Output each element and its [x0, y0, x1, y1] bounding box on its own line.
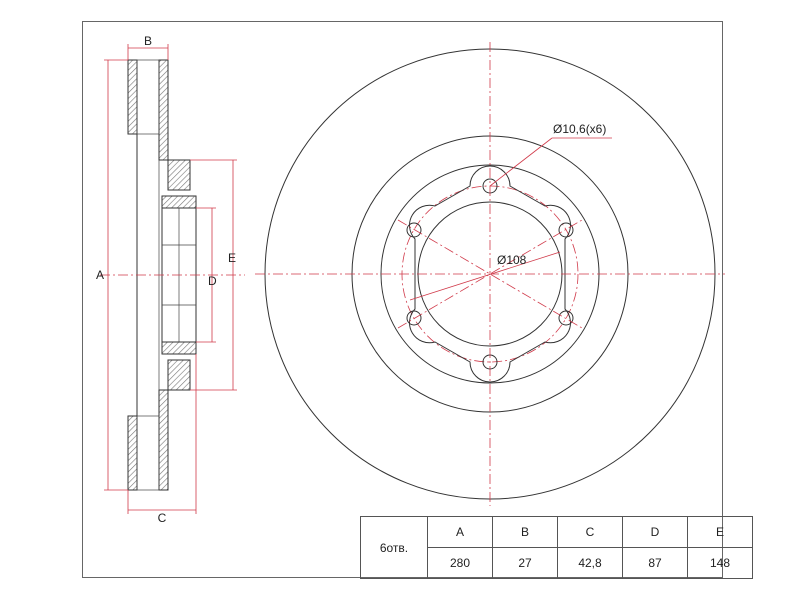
value-cell-a: 280 [427, 547, 493, 579]
spec-value-row: 280 27 42,8 87 148 [361, 547, 753, 579]
value-cell-d: 87 [622, 547, 688, 579]
bolt-hole [406, 310, 422, 326]
pcd-callout: Ø108 [497, 253, 527, 267]
upper-outer-plate [127, 59, 138, 135]
lower-vent-gap [136, 415, 160, 491]
bolt-hole [558, 222, 574, 238]
upper-hat-wall [159, 159, 191, 191]
header-cell-a: A [427, 516, 493, 548]
dim-label-d: D [208, 274, 217, 288]
dim-label-e: E [228, 251, 236, 265]
bolt-hole-leader [489, 137, 553, 187]
upper-vent-gap [136, 59, 160, 135]
dim-label-a: A [96, 268, 104, 282]
spec-table: 6отв. A B C D E 280 27 42,8 87 148 [360, 516, 753, 579]
hub-scallop-outline [409, 165, 571, 383]
lower-outer-plate [127, 415, 138, 491]
hub-bottom-flange [161, 341, 197, 355]
lower-hat-wall [159, 359, 191, 391]
value-cell-e: 148 [687, 547, 753, 579]
dim-label-b: B [144, 34, 152, 48]
bolt-hole [558, 310, 574, 326]
spec-header-row: 6отв. A B C D E [360, 516, 753, 579]
header-cell-c: C [557, 516, 623, 548]
side-section-view: B C A D E [96, 34, 245, 525]
value-cell-c: 42,8 [557, 547, 623, 579]
upper-inner-plate [158, 59, 169, 161]
bolt-hole [406, 222, 422, 238]
pcd-leader [409, 251, 561, 301]
header-cell-b: B [492, 516, 558, 548]
lower-inner-plate [158, 389, 169, 491]
header-cell-d: D [622, 516, 688, 548]
value-cell-b: 27 [492, 547, 558, 579]
bolt-hole-callout: Ø10,6(x6) [553, 122, 606, 136]
header-cell-e: E [687, 516, 753, 548]
bolt-holes [406, 178, 574, 370]
dim-label-c: C [158, 511, 167, 525]
front-view: Ø10,6(x6) Ø108 [255, 42, 725, 506]
hub-top-flange [161, 195, 197, 209]
holes-count-cell: 6отв. [360, 516, 428, 579]
